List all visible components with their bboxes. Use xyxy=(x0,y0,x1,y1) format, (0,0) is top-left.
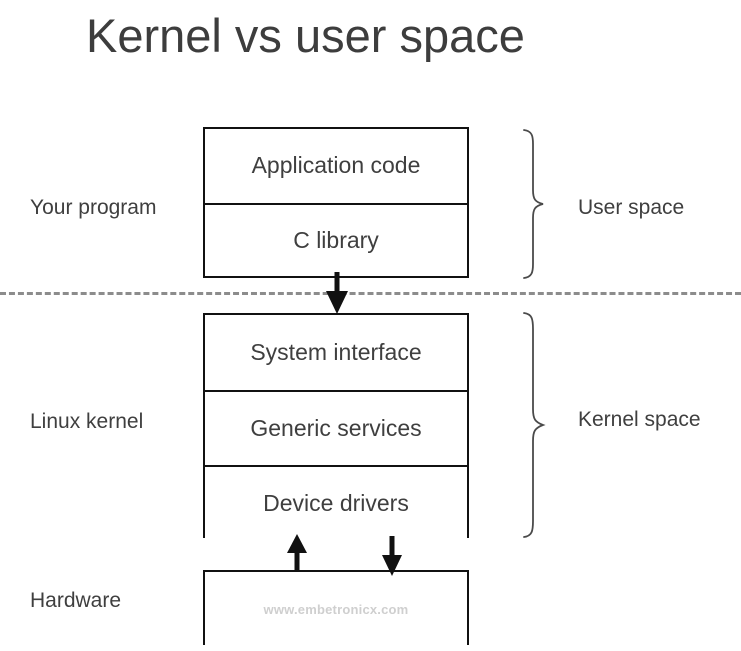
box-system-interface: System interface xyxy=(205,315,467,390)
box-device-drivers: Device drivers xyxy=(205,465,467,540)
group-label-hardware: Hardware xyxy=(30,589,122,612)
group-label-linux-kernel: Linux kernel xyxy=(30,410,144,433)
brace-kernel-space xyxy=(523,312,546,538)
kernel-user-boundary-line xyxy=(0,292,741,295)
group-label-your-program: Your program xyxy=(30,196,157,219)
kernel-space-stack: System interface Generic services Device… xyxy=(203,313,469,540)
box-application-code: Application code xyxy=(205,129,467,203)
box-c-library: C library xyxy=(205,202,467,276)
box-generic-services: Generic services xyxy=(205,390,467,465)
page-title: Kernel vs user space xyxy=(86,9,525,62)
watermark-text: www.embetronicx.com xyxy=(205,572,467,647)
space-label-user-space: User space xyxy=(578,196,685,219)
user-space-stack: Application code C library xyxy=(203,127,469,278)
brace-user-space xyxy=(523,129,544,279)
hardware-stack: www.embetronicx.com xyxy=(203,570,469,647)
space-label-kernel-space: Kernel space xyxy=(578,408,701,431)
